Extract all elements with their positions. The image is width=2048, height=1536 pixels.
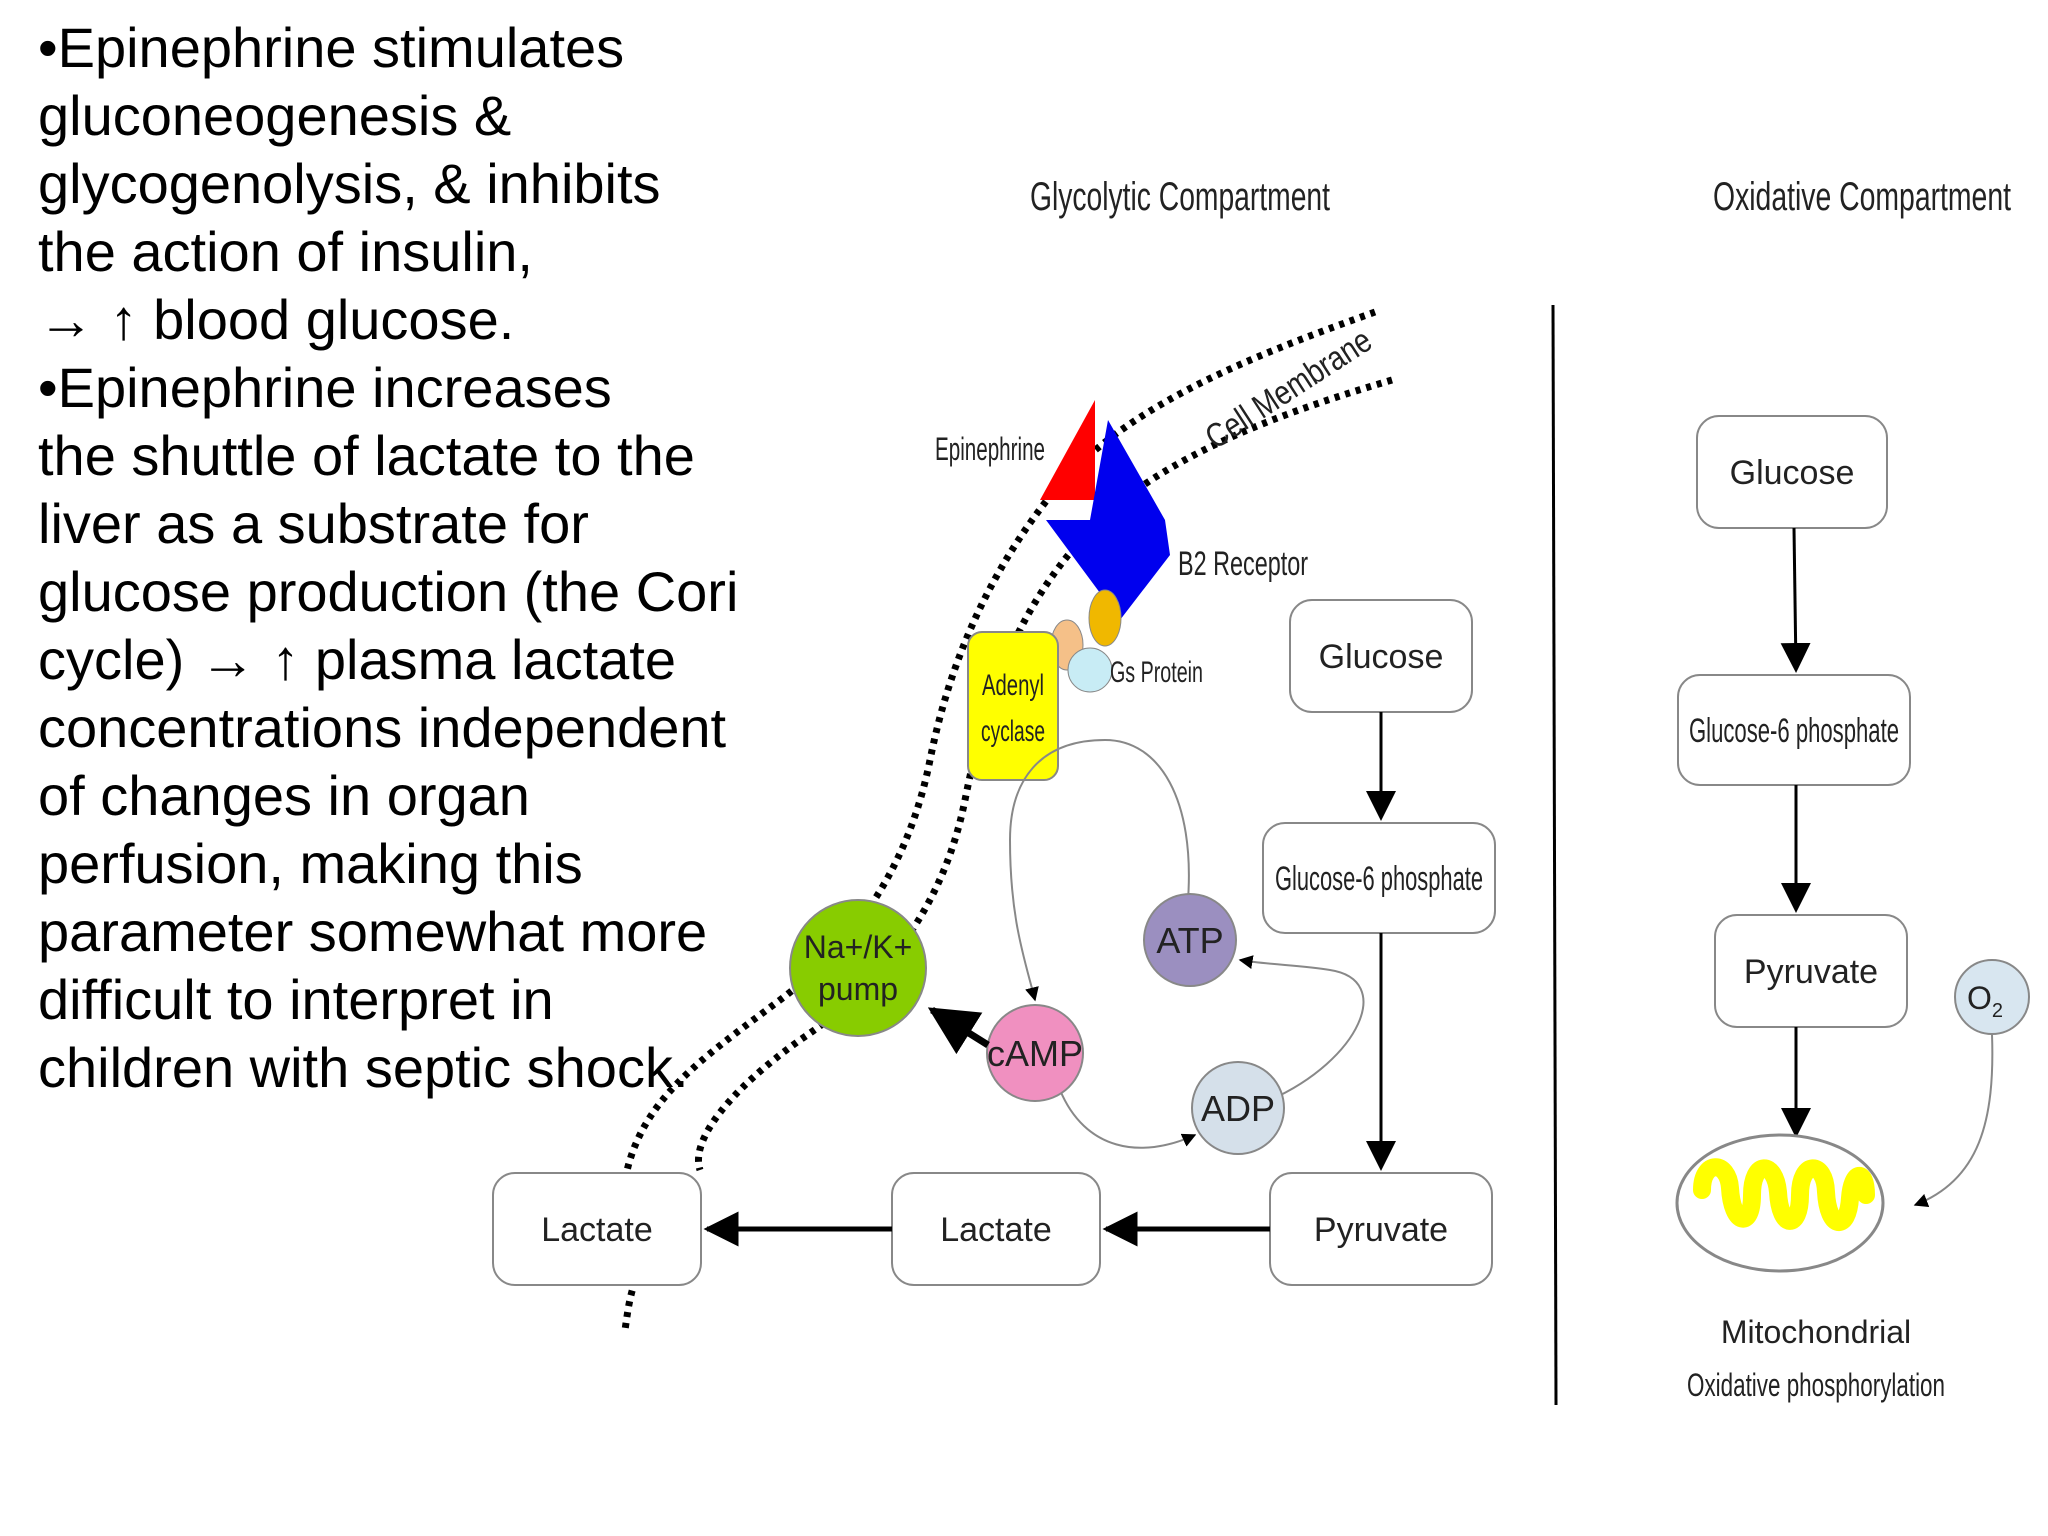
camp-to-adp-arc — [1059, 1089, 1197, 1149]
glyco-lactate-outer-box — [492, 1172, 702, 1286]
text-line: difficult to interpret in — [38, 968, 554, 1031]
camp-to-pump-arrow — [927, 1007, 990, 1055]
adp-label: ADP — [1201, 1088, 1275, 1129]
b2-receptor-label: B2 Receptor — [1178, 545, 1308, 583]
mitochondrial-label-2: Oxidative phosphorylation — [1687, 1367, 1945, 1403]
oxid-glucose-label: Glucose — [1730, 454, 1855, 492]
adenyl-cyclase-label-1: Adenyl — [982, 669, 1044, 702]
compartment-divider — [1551, 304, 1558, 1406]
mitochondrion-cristae — [1693, 1158, 1875, 1231]
cell-membrane-tail — [621, 1268, 644, 1331]
text-line: cycle) → ↑ plasma lactate — [38, 628, 676, 691]
text-line: liver as a substrate for — [38, 492, 589, 555]
gs-protein-subunit-b — [1088, 589, 1122, 647]
camp-node — [986, 1004, 1084, 1102]
glyco-glucose-label: Glucose — [1319, 638, 1444, 676]
b2-receptor-shape — [1046, 420, 1170, 620]
na-k-pump-node — [789, 899, 927, 1037]
text-line: perfusion, making this — [38, 832, 583, 895]
text-line: •Epinephrine stimulates — [38, 16, 625, 79]
atp-label: ATP — [1156, 920, 1223, 961]
adp-node — [1191, 1061, 1285, 1155]
oxid-glucose-to-g6p-arrow — [1780, 527, 1811, 673]
glyco-g6p-label: Glucose-6 phosphate — [1275, 860, 1483, 898]
gs-protein-subunit-c — [1067, 647, 1113, 693]
na-k-pump-label-2: pump — [818, 971, 898, 1007]
glyco-pyruvate-label: Pyruvate — [1314, 1211, 1448, 1249]
adenyl-cyclase-box — [967, 631, 1059, 781]
oxid-glucose-box — [1696, 415, 1888, 529]
epinephrine-label: Epinephrine — [935, 431, 1045, 467]
cell-membrane-outer — [621, 308, 1377, 1181]
o2-to-mito-arrow — [1913, 1033, 1994, 1207]
epinephrine-ligand — [1040, 400, 1095, 500]
text-line: •Epinephrine increases — [38, 356, 612, 419]
na-k-pump-label-1: Na+/K+ — [804, 929, 913, 965]
o2-label: O2 — [1967, 980, 2003, 1022]
text-line: children with septic shock. — [38, 1036, 689, 1099]
oxid-pyruvate-box — [1714, 914, 1908, 1028]
text-line: parameter somewhat more — [38, 900, 708, 963]
text-line: concentrations independent — [38, 696, 727, 759]
text-line: glycogenolysis, & inhibits — [38, 152, 661, 215]
glyco-lactate-inner-label: Lactate — [940, 1211, 1052, 1249]
oxid-g6p-box — [1677, 674, 1911, 786]
text-line: the shuttle of lactate to the — [38, 424, 695, 487]
oxidative-compartment-title: Oxidative Compartment — [1713, 175, 2011, 219]
text-line: gluconeogenesis & — [38, 84, 512, 147]
glyco-lactate-outer-label: Lactate — [541, 1211, 653, 1249]
text-line: of changes in organ — [38, 764, 530, 827]
glyco-g6p-box — [1262, 822, 1496, 934]
atp-node — [1143, 893, 1237, 987]
text-line: → ↑ blood glucose. — [38, 288, 515, 351]
text-line: the action of insulin, — [38, 220, 533, 283]
oxid-pyruvate-label: Pyruvate — [1744, 953, 1878, 991]
atp-to-camp-arc — [1008, 738, 1190, 1002]
mitochondrial-label-1: Mitochondrial — [1721, 1314, 1911, 1350]
adp-to-atp-arc — [1238, 955, 1365, 1101]
text-line: glucose production (the Cori — [38, 560, 739, 623]
explanation-text: •Epinephrine stimulates gluconeogenesis … — [38, 14, 778, 1102]
camp-label: cAMP — [987, 1033, 1083, 1074]
oxid-g6p-label: Glucose-6 phosphate — [1689, 712, 1899, 750]
glycolytic-compartment-title: Glycolytic Compartment — [1030, 175, 1330, 219]
gs-protein-label: Gs Protein — [1110, 656, 1203, 689]
adenyl-cyclase-label-2: cyclase — [981, 715, 1045, 748]
